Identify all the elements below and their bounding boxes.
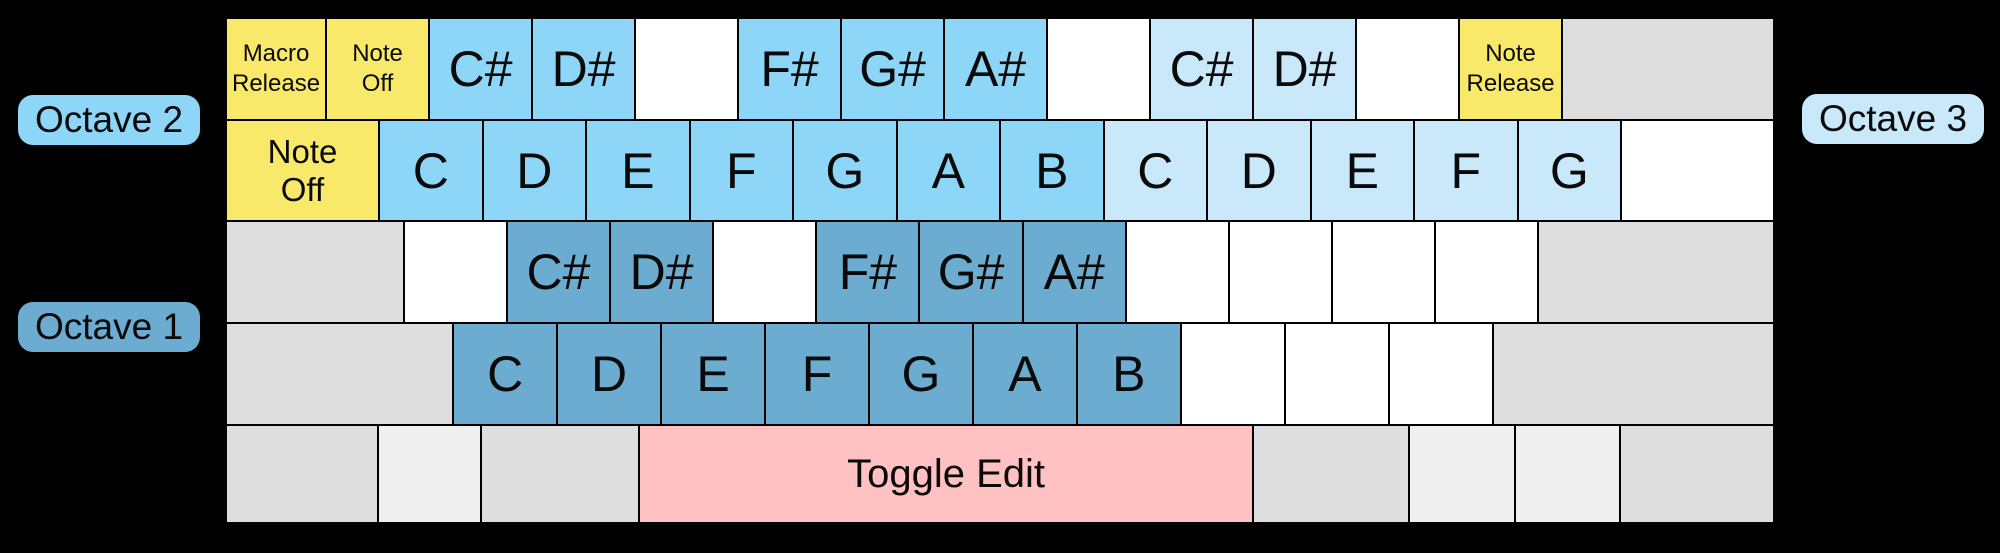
note-release-key[interactable]: Note Release: [1458, 17, 1564, 121]
blank-key: [1387, 322, 1494, 426]
mod-key: [1537, 220, 1776, 324]
g-oct1-key[interactable]: G: [867, 322, 974, 426]
f-sharp-oct2-key[interactable]: F#: [737, 17, 843, 121]
c-sharp-oct1-key[interactable]: C#: [505, 220, 612, 324]
octave-3-label: Octave 3: [1802, 94, 1985, 144]
toggle-edit-key[interactable]: Toggle Edit: [637, 424, 1255, 524]
mod-key: [225, 424, 380, 524]
mod-key: [225, 220, 405, 324]
a-oct2-key[interactable]: A: [895, 119, 1002, 222]
mod-key: [1618, 424, 1775, 524]
c-sharp-oct3-key[interactable]: C#: [1149, 17, 1255, 121]
e-oct2-key[interactable]: E: [585, 119, 691, 222]
f-oct1-key[interactable]: F: [764, 322, 870, 426]
octave-1-label: Octave 1: [18, 302, 201, 352]
mod-key: [1491, 322, 1775, 426]
d-oct3-key[interactable]: D: [1206, 119, 1312, 222]
e-oct1-key[interactable]: E: [660, 322, 767, 426]
f-oct2-key[interactable]: F: [688, 119, 795, 222]
a-sharp-oct1-key[interactable]: A#: [1021, 220, 1127, 324]
d-oct1-key[interactable]: D: [556, 322, 663, 426]
mod-light-key: [1407, 424, 1516, 524]
mod-light-key: [377, 424, 483, 524]
blank-key: [402, 220, 508, 324]
keyboard-row-5: Toggle Edit: [225, 424, 1775, 524]
keyboard-row-3: C#D# F#G#A#: [225, 220, 1776, 324]
mod-key: [1561, 17, 1775, 121]
blank-key: [1331, 220, 1437, 324]
b-oct2-key[interactable]: B: [999, 119, 1105, 222]
octave-2-label: Octave 2: [18, 95, 201, 145]
blank-key: [1283, 322, 1390, 426]
g-oct3-key[interactable]: G: [1516, 119, 1623, 222]
blank-key: [1355, 17, 1461, 121]
mod-key: [225, 322, 455, 426]
g-sharp-oct1-key[interactable]: G#: [918, 220, 1024, 324]
f-sharp-oct1-key[interactable]: F#: [815, 220, 921, 324]
blank-key: [712, 220, 818, 324]
c-sharp-oct2-key[interactable]: C#: [428, 17, 534, 121]
mod-key: [480, 424, 640, 524]
blank-key: [1046, 17, 1152, 121]
d-sharp-oct3-key[interactable]: D#: [1252, 17, 1358, 121]
note-off-key[interactable]: Note Off: [225, 119, 381, 222]
e-oct3-key[interactable]: E: [1309, 119, 1416, 222]
g-oct2-key[interactable]: G: [792, 119, 898, 222]
blank-key: [1124, 220, 1230, 324]
note-off-key[interactable]: Note Off: [325, 17, 431, 121]
d-sharp-oct1-key[interactable]: D#: [609, 220, 715, 324]
d-sharp-oct2-key[interactable]: D#: [531, 17, 637, 121]
c-oct3-key[interactable]: C: [1102, 119, 1209, 222]
mod-light-key: [1513, 424, 1621, 524]
b-oct1-key[interactable]: B: [1075, 322, 1182, 426]
macro-release-key[interactable]: Macro Release: [225, 17, 328, 121]
d-oct2-key[interactable]: D: [481, 119, 588, 222]
a-oct1-key[interactable]: A: [971, 322, 1078, 426]
c-oct1-key[interactable]: C: [452, 322, 559, 426]
c-oct2-key[interactable]: C: [378, 119, 484, 222]
blank-key: [1227, 220, 1334, 324]
mod-key: [1252, 424, 1410, 524]
f-oct3-key[interactable]: F: [1413, 119, 1519, 222]
blank-key: [1434, 220, 1540, 324]
blank-key: [634, 17, 740, 121]
a-sharp-oct2-key[interactable]: A#: [943, 17, 1049, 121]
blank-key: [1620, 119, 1776, 222]
blank-key: [1179, 322, 1286, 426]
g-sharp-oct2-key[interactable]: G#: [840, 17, 946, 121]
